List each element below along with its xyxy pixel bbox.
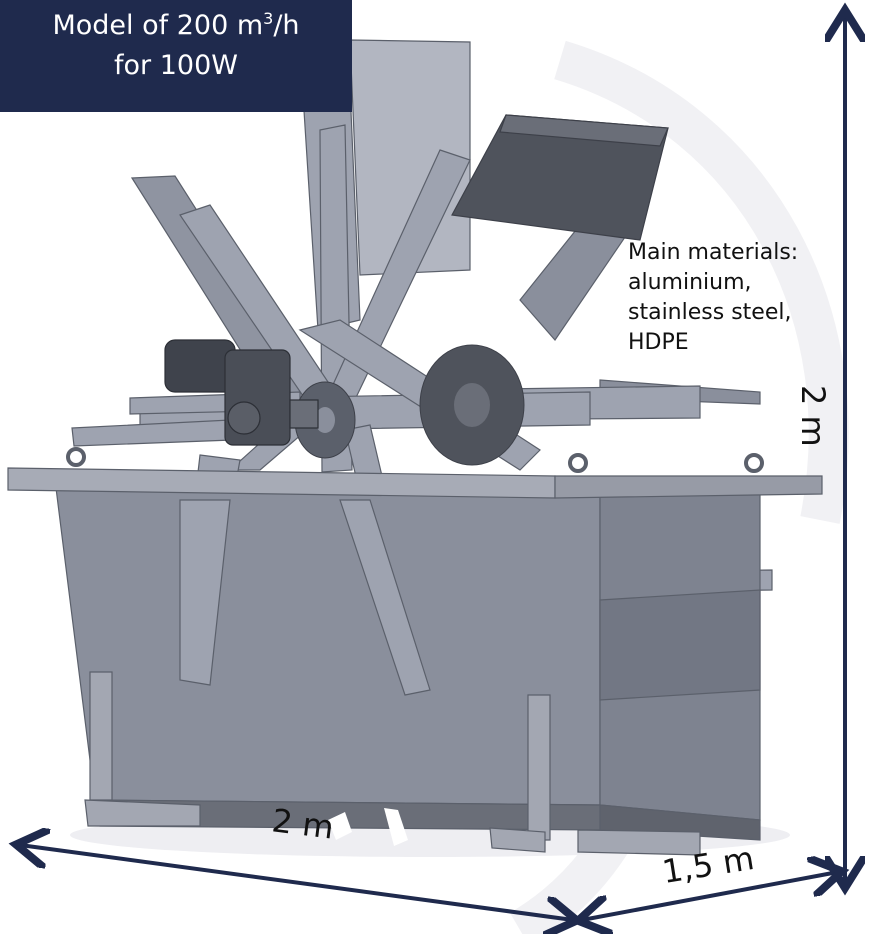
width-dimension-label: 2 m: [269, 801, 336, 847]
model-title-line1: Model of 200 m3/h: [52, 9, 300, 41]
wheel-spokes-front: [179, 499, 431, 696]
dimension-arrows: [20, 14, 845, 920]
material-item: HDPE: [628, 330, 689, 355]
width-arrow: [20, 845, 573, 920]
materials-label: Main materials: aluminium, stainless ste…: [628, 238, 868, 358]
top-rim: [7, 467, 823, 499]
front-legs: [84, 671, 701, 856]
rear-hub: [419, 344, 525, 466]
height-dimension-label: 2 m: [794, 385, 832, 447]
gear-motor: [164, 339, 319, 446]
paddle-blade-dark: [451, 114, 669, 241]
depth-arrow: [582, 872, 838, 920]
materials-heading: Main materials:: [628, 240, 799, 265]
material-item: aluminium,: [628, 270, 752, 295]
material-item: stainless steel,: [628, 300, 792, 325]
model-title-line2: for 100W: [114, 50, 238, 81]
model-title-box: Model of 200 m3/h for 100W: [0, 0, 352, 112]
lifting-eyes: [66, 447, 764, 473]
